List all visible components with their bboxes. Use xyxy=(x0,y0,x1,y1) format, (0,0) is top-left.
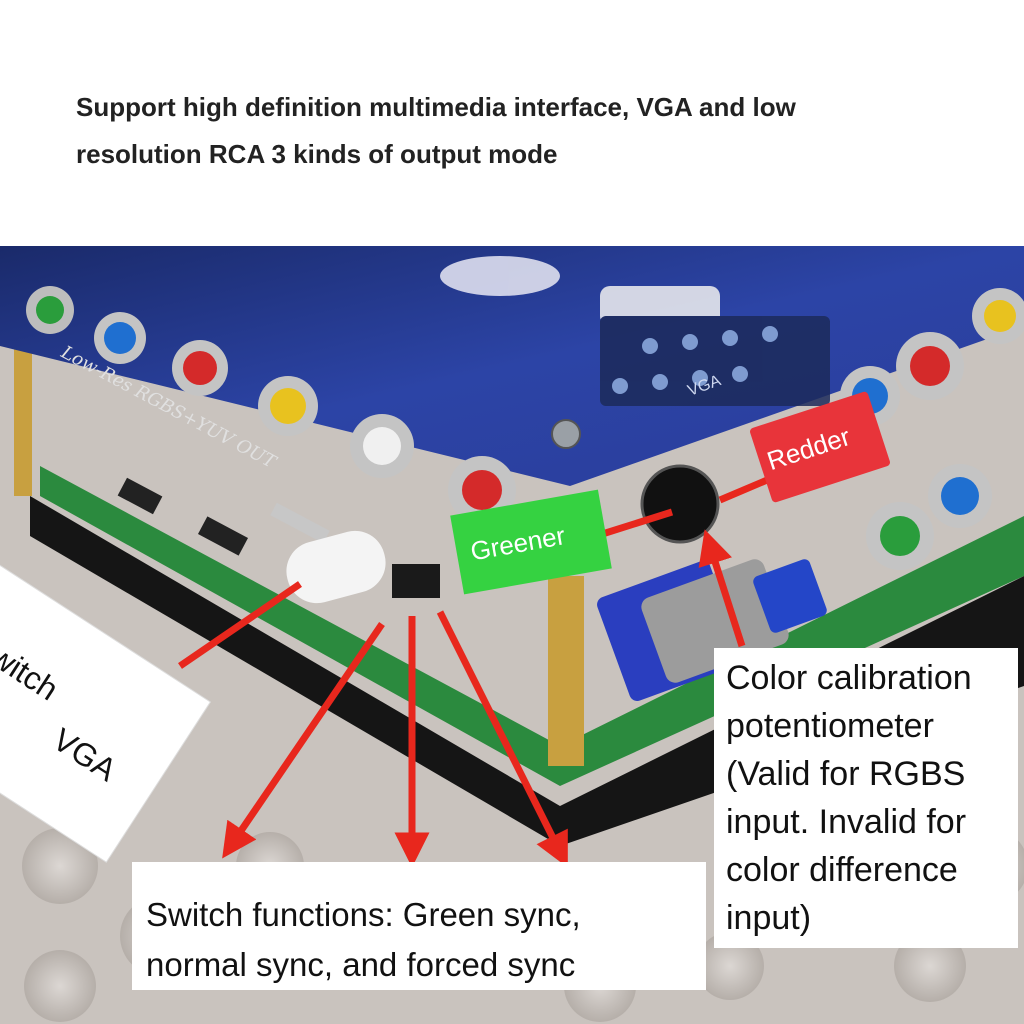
top-panel xyxy=(0,246,1024,486)
potentiometer-line: input) xyxy=(726,899,812,937)
potentiometer-line: (Valid for RGBS xyxy=(726,755,966,793)
pcb-chips xyxy=(117,477,330,556)
rca-jack-yellow xyxy=(258,376,318,436)
vga-word: VGA xyxy=(46,721,123,789)
switch-functions-callout: Switch functions: Green sync, normal syn… xyxy=(132,862,706,990)
rca-jack-row xyxy=(26,286,516,524)
potentiometer-line: color difference xyxy=(726,851,958,889)
standoff-center xyxy=(548,576,584,766)
rca-jack-white xyxy=(350,414,414,478)
potentiometer-line: input. Invalid for xyxy=(726,803,967,841)
sync-switch xyxy=(392,564,440,598)
greener-label: Greener xyxy=(468,520,568,567)
rca-jack-blue xyxy=(94,312,146,364)
potentiometer-line: potentiometer xyxy=(726,707,934,745)
headline-line-1: Support high definition multimedia inter… xyxy=(76,92,796,122)
vga-switch-word: switch xyxy=(0,628,65,708)
headline: Support high definition multimedia inter… xyxy=(76,84,976,178)
pcb-board xyxy=(40,466,1024,786)
potentiometer-callout: Color calibration potentiometer (Valid f… xyxy=(714,648,1018,948)
potentiometer-line: Color calibration xyxy=(726,659,972,697)
callout-arrows xyxy=(178,468,788,868)
vga-switch-housing xyxy=(286,530,386,604)
rca-jack-green xyxy=(26,286,74,334)
switch-functions-line-2: normal sync, and forced sync xyxy=(146,946,576,983)
potentiometer xyxy=(640,464,720,544)
panel-led-grid xyxy=(612,326,778,394)
headline-line-2: resolution RCA 3 kinds of output mode xyxy=(76,139,558,169)
switch-functions-line-1: Switch functions: Green sync, xyxy=(146,896,581,933)
redder-label: Redder xyxy=(763,421,854,477)
rca-jack-red xyxy=(172,340,228,396)
panel-screw xyxy=(551,419,581,449)
